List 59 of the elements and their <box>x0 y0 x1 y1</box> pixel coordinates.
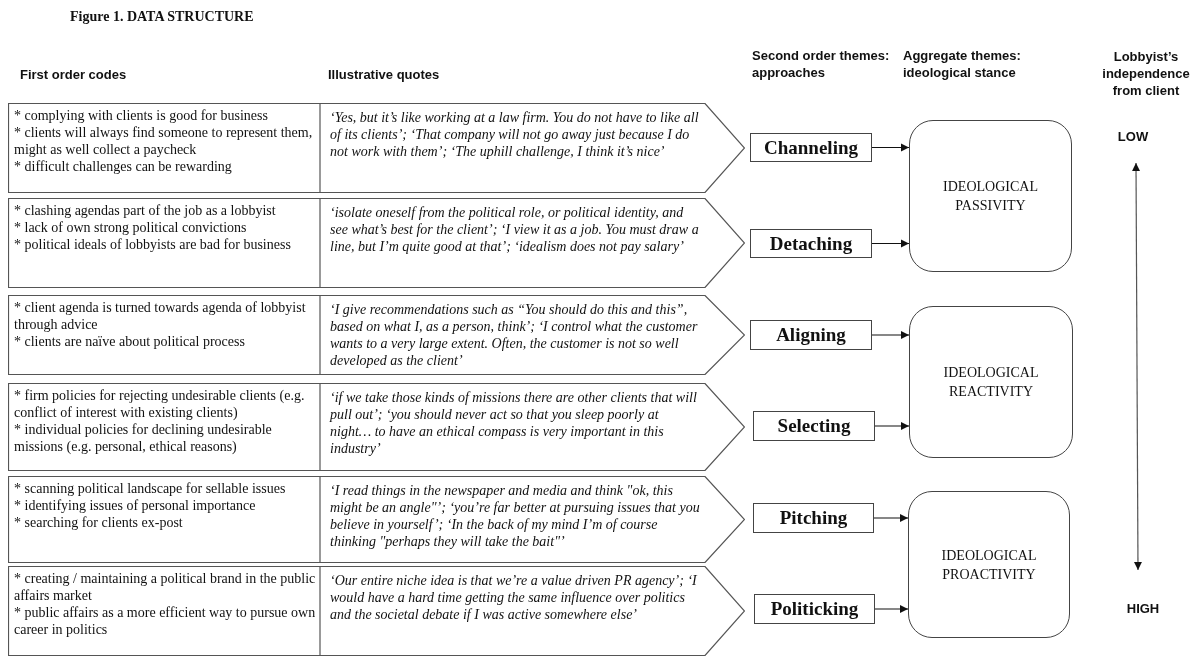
arrow <box>871 330 910 340</box>
rounded-box <box>909 120 1072 272</box>
arrow <box>871 239 910 248</box>
arrow <box>874 421 910 431</box>
code-item: * political ideals of lobbyists are bad for business <box>14 236 292 253</box>
quote-arrow-box <box>8 566 745 656</box>
quote-arrow-box <box>8 103 745 193</box>
theme-label: IDEOLOGICAL REACTIVITY <box>942 364 1040 401</box>
quote-arrow-box <box>8 383 745 471</box>
theme-label: Politicking <box>770 598 859 620</box>
figure-title: Figure 1. DATA STRUCTURE <box>70 9 254 25</box>
column-heading: Second order themes: approaches <box>752 47 891 81</box>
code-item: * identifying issues of personal importance <box>14 497 257 514</box>
code-item: * scanning political landscape for sellable issues <box>14 480 287 497</box>
code-item: * difficult challenges can be rewarding <box>14 158 233 175</box>
theme-label: Detaching <box>769 232 853 255</box>
column-heading: Lobbyist’s independence from client <box>1101 48 1191 99</box>
theme-label: Channeling <box>764 136 858 159</box>
code-item: * public affairs as a more efficient way to pursue own career in politics <box>14 604 316 638</box>
arrow <box>871 143 910 152</box>
code-item: * creating / maintaining a political brand in the public affairs market <box>14 570 316 604</box>
code-item: * client agenda is turned towards agenda of lobbyist through advice <box>14 299 307 333</box>
theme-label: Selecting <box>777 415 851 437</box>
quote-text: ‘Our entire niche idea is that we’re a value driven PR agency’; ‘I would have a hard time getting the same influence over politics and the societal debate if I was active somewhere else’ <box>330 572 698 623</box>
scale-label: HIGH <box>1125 600 1161 617</box>
theme-box <box>753 411 875 441</box>
theme-box <box>754 594 875 624</box>
quote-text: ‘if we take those kinds of missions there are other clients that will pull out’; ‘you should never act so that you sleep poorly at night… to have an ethical compass is very important in this industry’ <box>330 389 698 457</box>
scale-label: LOW <box>1116 128 1150 145</box>
arrow <box>873 513 909 523</box>
code-item: * lack of own strong political convictions <box>14 219 248 236</box>
code-item: * clashing agendas part of the job as a lobbyist <box>14 202 277 219</box>
theme-box <box>750 229 872 258</box>
code-item: * individual policies for declining undesirable missions (e.g. personal, ethical reasons) <box>14 421 273 455</box>
code-item: * searching for clients ex-post <box>14 514 184 531</box>
theme-box <box>750 320 872 350</box>
quote-arrow-box <box>8 476 745 563</box>
column-heading: First order codes <box>20 66 128 83</box>
quote-text: ‘I read things in the newspaper and media and think "ok, this might be an angle"’; ‘you’re far better at pursuing issues that you believe in yourself’; ‘In the back of my mind I’m of course thinking "perhaps they will take the bait"’ <box>330 482 701 550</box>
rounded-box <box>909 306 1073 458</box>
code-item: * complying with clients is good for business <box>14 107 269 124</box>
quote-arrow-box <box>8 198 745 288</box>
theme-label: IDEOLOGICAL PASSIVITY <box>942 178 1039 215</box>
column-heading: Aggregate themes: ideological stance <box>903 47 1022 81</box>
code-item: * clients are naïve about political process <box>14 333 246 350</box>
quote-text: ‘Yes, but it’s like working at a law firm. You do not have to like all of its clients’; ‘That company will not go away just because I do not work with them’; ‘The uphill challenge, I think it’s nice’ <box>330 109 700 160</box>
theme-box <box>750 133 872 162</box>
theme-label: Aligning <box>776 324 846 346</box>
quote-arrow-box <box>8 295 745 375</box>
quote-text: ‘I give recommendations such as “You should do this and this”, based on what I, as a person, think’; ‘I control what the customer wants to a very large extent. Often, the customer is not so well developed as the client’ <box>330 301 699 369</box>
code-item: * clients will always find someone to represent them, might as well collect a paycheck <box>14 124 314 158</box>
quote-text: ‘isolate oneself from the political role, or political identity, and see what’s best for the client’; ‘I view it as a job. You must draw a line, but I’m quite good at that’; ‘idealism does not pay salary’ <box>330 204 700 255</box>
column-heading: Illustrative quotes <box>328 66 441 83</box>
theme-box <box>753 503 874 533</box>
theme-label: Pitching <box>779 507 848 529</box>
rounded-box <box>908 491 1070 638</box>
theme-label: IDEOLOGICAL PROACTIVITY <box>940 546 1038 584</box>
arrow <box>874 604 909 614</box>
code-item: * firm policies for rejecting undesirable clients (e.g. conflict of interest with existing clients) <box>14 387 306 421</box>
